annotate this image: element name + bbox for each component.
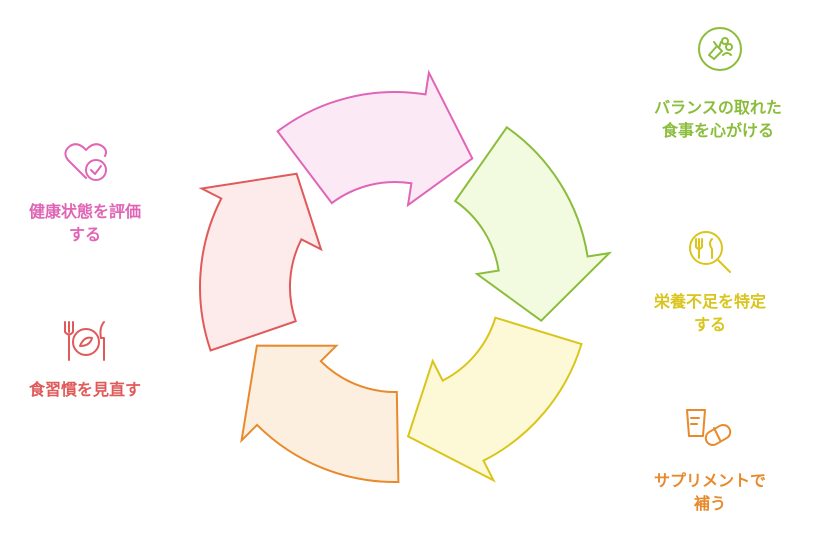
plate-fork-knife-icon: [64, 321, 105, 361]
cycle-arrow-pink: [276, 69, 474, 208]
step-label-line: 食習慣を見直す: [28, 380, 141, 399]
step-label-assess-health: 健康状態を評価 する: [0, 200, 170, 246]
heart-check-icon: [64, 143, 107, 181]
step-label-line: 栄養不足を特定: [653, 292, 766, 311]
step-label-review-habits: 食習慣を見直す: [0, 378, 170, 401]
step-label-line: バランスの取れた: [654, 98, 782, 117]
salad-bowl-icon: [698, 27, 742, 71]
step-label-identify-deficiency: 栄養不足を特定 する: [620, 290, 800, 336]
supplement-pill-icon: [686, 409, 732, 446]
cycle-arrow-red: [198, 172, 323, 352]
step-label-line: 補う: [693, 494, 726, 513]
step-label-line: サプリメントで: [653, 471, 766, 490]
step-label-line: する: [68, 225, 101, 244]
step-label-line: する: [693, 315, 726, 334]
step-label-line: 健康状態を評価: [28, 202, 141, 221]
food-search-icon: [689, 231, 731, 273]
cycle-arrow-yellow: [406, 316, 583, 483]
cycle-arrow-orange: [240, 344, 400, 484]
step-label-line: 食事を心がける: [661, 121, 774, 140]
cycle-arrow-green: [453, 125, 613, 323]
step-label-supplement: サプリメントで 補う: [620, 469, 800, 515]
step-label-balanced-diet: バランスの取れた 食事を心がける: [628, 96, 808, 142]
